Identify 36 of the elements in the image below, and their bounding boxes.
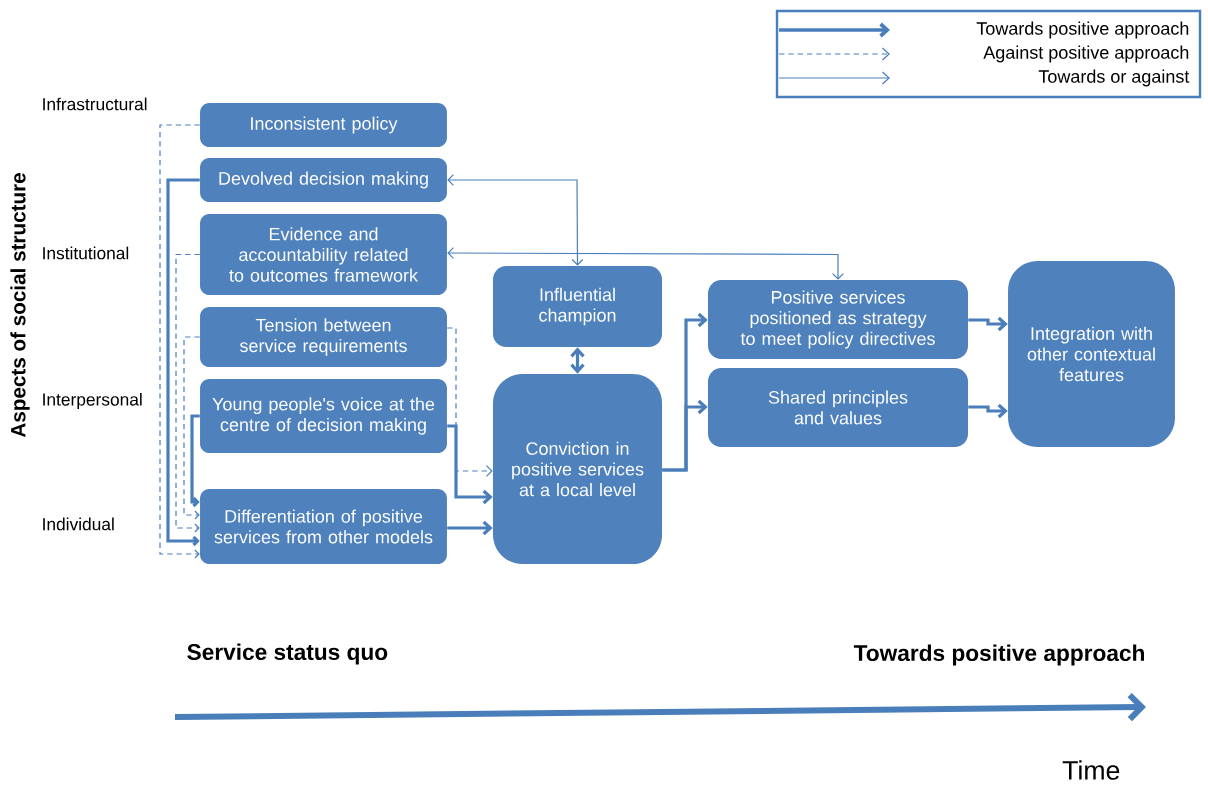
arrow — [166, 178, 200, 547]
process-box: Conviction in positive services at a local level — [492, 374, 663, 564]
axis-label: Towards positive approach — [853, 644, 1144, 666]
arrow — [183, 336, 201, 520]
process-box: Tension between service requirements — [200, 307, 447, 367]
process-box: Integration with other contextual features — [1008, 261, 1175, 447]
row-label: Infrastructural — [43, 97, 147, 111]
arrow — [159, 124, 201, 559]
arrow — [175, 253, 201, 533]
process-box: Differentiation of positive services from other models — [200, 489, 447, 564]
arrow — [662, 399, 708, 472]
arrow — [190, 414, 200, 508]
arrow — [447, 424, 493, 505]
arrow — [570, 347, 585, 374]
axis-title: Time — [1062, 760, 1120, 780]
arrow — [447, 247, 844, 280]
process-box: Evidence and accountability related to outcomes framework — [200, 213, 447, 296]
legend-text: Against positive approach — [983, 45, 1189, 63]
arrow — [446, 327, 493, 477]
axis-title: Aspects of social structure — [10, 173, 30, 438]
process-box: Influential champion — [492, 265, 663, 348]
row-label: Institutional — [43, 246, 129, 260]
arrow — [968, 316, 1008, 332]
arrow — [447, 520, 493, 536]
process-box: Devolved decision making — [200, 158, 447, 202]
row-label: Interpersonal — [43, 392, 142, 410]
legend-text: Towards or against — [1038, 69, 1190, 87]
process-box: Young people's voice at the centre of decision making — [200, 379, 447, 453]
arrow — [447, 174, 584, 266]
arrow — [968, 403, 1008, 419]
process-box: Positive services positioned as strategy to meet policy directives — [708, 280, 968, 359]
process-box: Inconsistent policy — [200, 103, 447, 147]
axis-label: Service status quo — [187, 643, 388, 665]
process-box: Shared principles and values — [708, 368, 968, 447]
row-label: Individual — [43, 517, 114, 531]
legend-text: Towards positive approach — [976, 21, 1189, 39]
